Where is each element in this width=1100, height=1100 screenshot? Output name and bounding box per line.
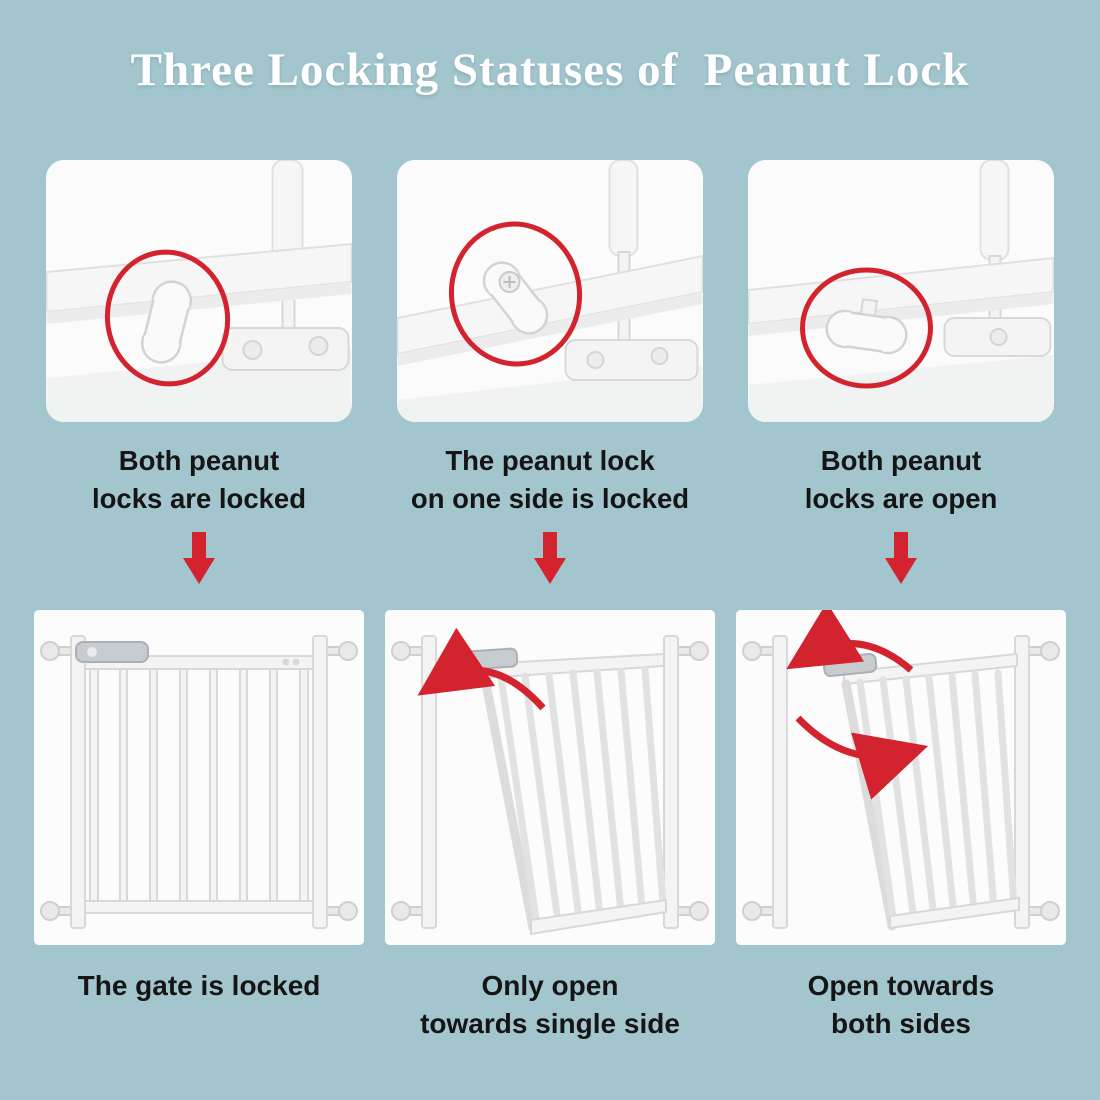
red-circle-icon [104, 250, 231, 387]
mount-bracket [221, 327, 350, 372]
gate-right-post [663, 635, 709, 930]
lock-closeup-photo-one-side [397, 160, 703, 423]
gate-photo-open-single [385, 610, 715, 946]
lock-closeup-illustration [397, 160, 703, 423]
gate-photo-open-both [736, 610, 1066, 946]
gate-closed-illustration [34, 610, 364, 946]
down-arrow-icon [885, 532, 917, 585]
red-circle-icon [800, 267, 933, 389]
lock-closeup-illustration [46, 160, 352, 423]
column-one-side-locked: The peanut lock on one side is locked [385, 160, 715, 1043]
bottom-caption: Only open towards single side [420, 970, 680, 1040]
lock-closeup-photo-both-locked [46, 160, 352, 423]
gate-panel-swung [841, 653, 1020, 931]
swing-arrow-up-icon [786, 610, 914, 674]
mount-bracket [564, 339, 699, 382]
gate-left-post [742, 635, 788, 930]
top-caption: Both peanut locks are locked [91, 445, 306, 515]
gate-bottom-rail [46, 243, 352, 325]
red-circle-icon [448, 221, 583, 367]
gate-bottom-rail [748, 257, 1054, 337]
gate-photo-locked [34, 610, 364, 946]
gate-right-post [312, 635, 358, 930]
gate-right-post [1014, 635, 1060, 930]
bottom-caption: Open towards both sides [807, 970, 995, 1040]
gate-handle [75, 641, 149, 664]
swing-arrow-down-icon [795, 715, 929, 800]
floor-shading [748, 355, 1054, 423]
lock-closeup-illustration [748, 160, 1054, 423]
gate-open-single-illustration [385, 610, 715, 946]
bottom-caption: The gate is locked [77, 970, 321, 1002]
column-both-open: Both peanut locks are open [736, 160, 1066, 1043]
gate-handle [463, 648, 519, 671]
peanut-lock-locked-icon [140, 280, 193, 364]
down-arrow-icon [183, 532, 215, 585]
gate-left-post [391, 635, 437, 930]
gate-open-both-illustration [736, 610, 1066, 946]
mount-bracket [943, 317, 1052, 358]
swing-arrow-icon [417, 628, 546, 711]
gate-panel-swung [480, 653, 667, 936]
lock-screw-icon [498, 271, 521, 294]
top-caption: The peanut lock on one side is locked [410, 445, 690, 515]
gate-left-post [40, 635, 86, 930]
columns-grid: Both peanut locks are locked [34, 160, 1066, 1043]
lock-closeup-photo-both-open [748, 160, 1054, 423]
peanut-lock-open-icon [825, 298, 908, 355]
column-both-locked: Both peanut locks are locked [34, 160, 364, 1043]
down-arrow-icon [534, 532, 566, 585]
top-caption: Both peanut locks are open [804, 445, 998, 515]
page-title: Three Locking Statuses of Peanut Lock [130, 44, 970, 96]
